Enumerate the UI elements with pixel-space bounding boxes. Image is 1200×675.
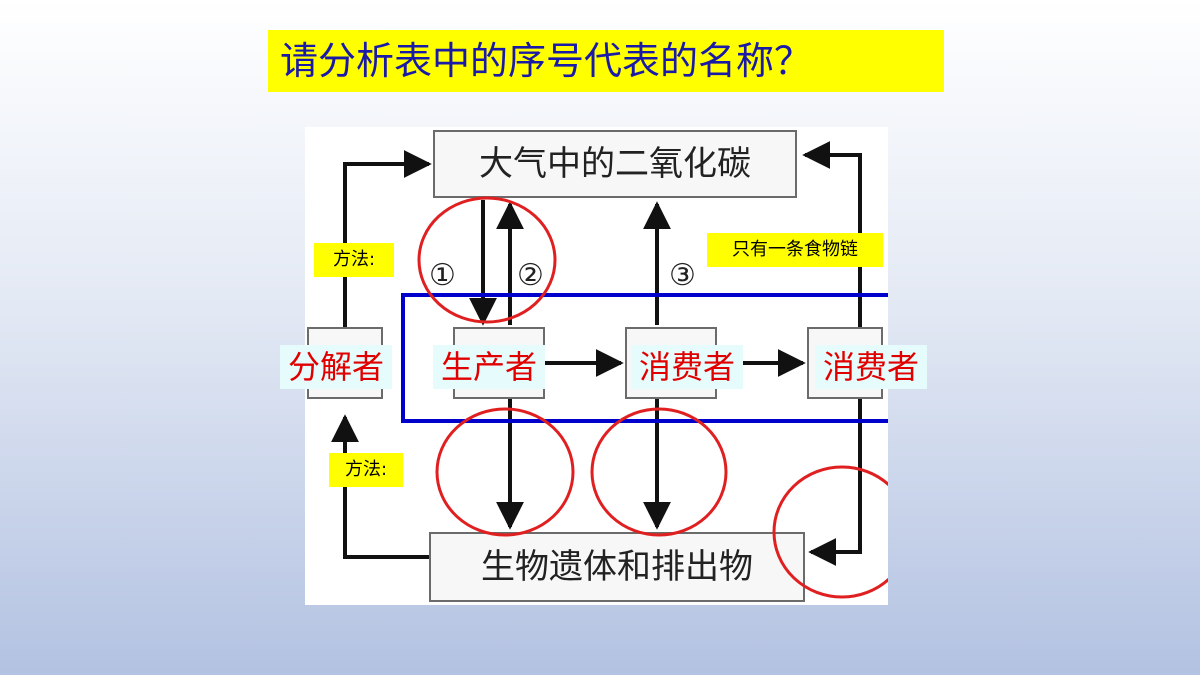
arrow-right-to-atmosphere — [802, 141, 862, 327]
method-tag-top: 方法: — [314, 243, 394, 277]
food-chain-tag: 只有一条食物链 — [707, 233, 883, 267]
consumer1-label: 消费者 — [631, 345, 743, 389]
carbon-cycle-diagram: 大气中的二氧化碳 生物遗体和排出物 — [280, 127, 927, 605]
highlight-circle-consumer-down — [590, 407, 728, 537]
method-tag-bottom: 方法: — [329, 453, 403, 487]
atmosphere-co2-node: 大气中的二氧化碳 — [433, 130, 797, 198]
arrow-remains-to-decomposer — [331, 414, 429, 559]
marker-2: ② — [517, 258, 544, 293]
producer-label: 生产者 — [433, 345, 545, 389]
decomposer-label: 分解者 — [280, 345, 392, 389]
highlight-circle-right — [772, 465, 888, 599]
food-chain-box — [401, 293, 888, 423]
highlight-circle-1-2 — [417, 196, 557, 324]
marker-3: ③ — [669, 258, 696, 293]
remains-node: 生物遗体和排出物 — [429, 532, 805, 602]
diagram-arrows: ① ② ③ — [331, 141, 888, 599]
marker-1: ① — [429, 258, 456, 293]
page-title: 请分析表中的序号代表的名称？ — [268, 30, 944, 92]
arrow-right-to-remains — [808, 399, 862, 566]
consumer2-label: 消费者 — [815, 345, 927, 389]
highlight-circle-producer-down — [435, 407, 575, 537]
